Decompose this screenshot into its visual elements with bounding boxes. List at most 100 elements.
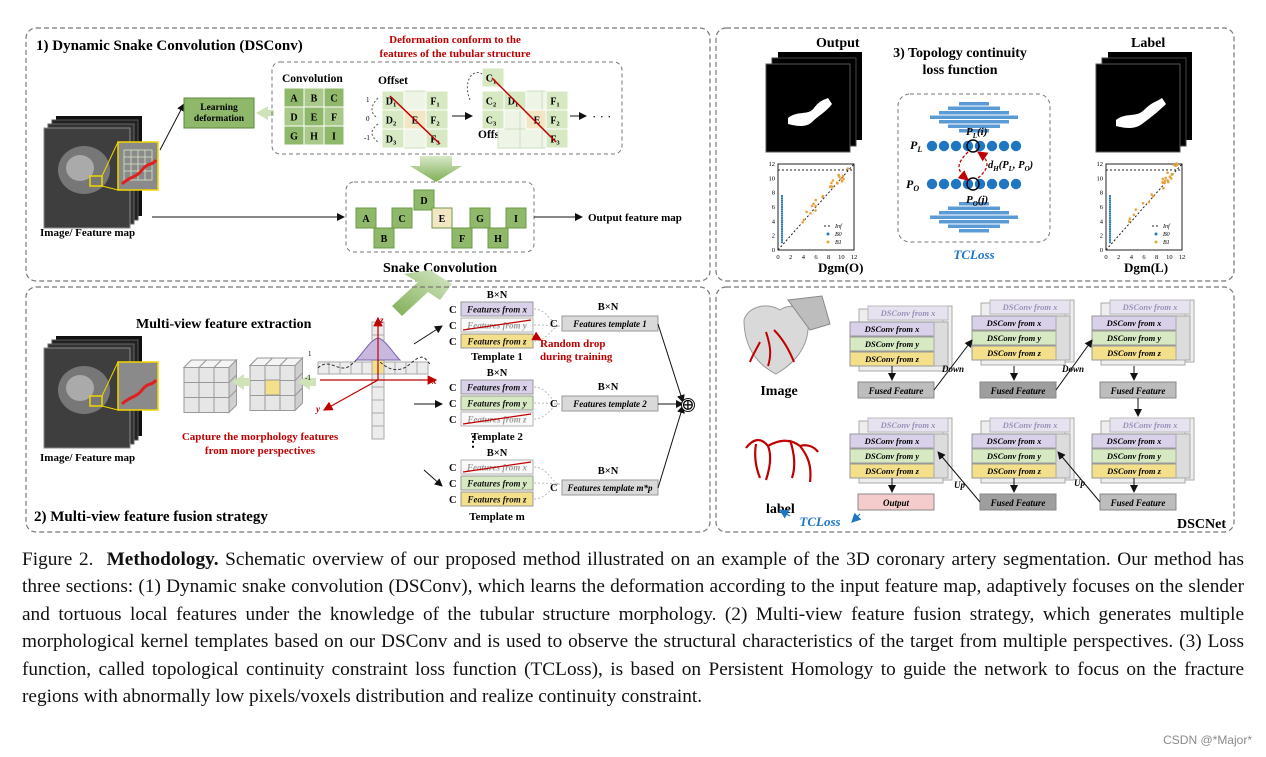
dscnet-stack-5-back-x: DSConv from x: [1002, 420, 1059, 430]
dscnet-box-fused-4: Fused Feature: [990, 498, 1046, 508]
snake-conv-label: Snake Convolution: [383, 261, 497, 276]
feature-cube-1: [182, 358, 238, 414]
dgm-o-xtick-2: 2: [789, 254, 792, 261]
dscnet-stack-6-row-2: DSConv from z: [1106, 466, 1162, 476]
conv-cell-d-text: D: [290, 113, 297, 124]
heart-image: [743, 295, 831, 375]
offset-label-1: Offset: [378, 75, 408, 87]
template-1-bxn: B×N: [487, 290, 508, 301]
snake-cell-h-text: H: [494, 234, 502, 245]
template-3-c-y: C: [449, 479, 457, 490]
dscnet-stack-1-row-0: DSConv from x: [864, 324, 921, 334]
feature-template-3-label: Features template m*p: [567, 483, 653, 493]
dscnet-stack-5-row-0: DSConv from x: [986, 436, 1043, 446]
snake-cell-c-text: C: [398, 214, 405, 225]
template-3-c-x: C: [449, 463, 457, 474]
conv-cell-c-text: C: [330, 94, 337, 105]
dgm-l-legend-inf: Inf: [1162, 223, 1171, 230]
dscnet-stack-2-row-0: DSConv from x: [986, 318, 1043, 328]
axis-y: y: [315, 404, 321, 414]
dscnet-box-output: Output: [883, 498, 910, 508]
dgm-o-legend-b1: B1: [835, 240, 842, 246]
dsconv-input-label: Image/ Feature map: [40, 227, 135, 239]
multiview-panel: Multi-view feature extraction 2) Multi-v…: [25, 286, 711, 533]
watermark: CSDN @*Major*: [1163, 733, 1252, 747]
dgm-l-ytick-12: 12: [1097, 161, 1104, 168]
snake-cell-d: [413, 189, 435, 211]
offset2-f-2-text: F2: [550, 116, 559, 128]
multiview-input-label: Image/ Feature map: [40, 452, 135, 464]
template-2-c-z: C: [449, 415, 457, 426]
capture-note-1: Capture the morphology features: [182, 431, 339, 443]
snake-cell-h: [487, 227, 509, 249]
dgm-o-legend-inf: Inf: [834, 223, 843, 230]
dgm-l-legend-b1: B1: [1163, 240, 1170, 246]
dscnet-name: DSCNet: [1177, 517, 1226, 532]
conv-cell-g-text: G: [290, 132, 298, 143]
dscnet-stack-2-row-2: DSConv from z: [986, 348, 1042, 358]
conv-cell-e-text: E: [311, 113, 318, 124]
snake-cell-b-text: B: [381, 234, 388, 245]
dscnet-box-fused-3: Fused Feature: [1110, 386, 1166, 396]
feature-template-1-bxn: B×N: [598, 302, 619, 313]
dgm-l-xtick-8: 8: [1155, 254, 1158, 261]
template-2-feature-x: Features from x: [466, 383, 528, 393]
deform-note-1: Deformation conform to the: [389, 34, 521, 46]
template-2-label: Template 2: [471, 431, 523, 443]
offset2-f-3: [545, 128, 569, 149]
input-image-stack-2: [43, 336, 159, 449]
dscnet-stack-6-row-1: DSConv from y: [1106, 451, 1162, 461]
snake-cell-c: [391, 207, 413, 229]
dscnet-panel: Image label TCLoss DSCNet DSConv from xD…: [715, 286, 1235, 533]
dsconv-panel: 1) Dynamic Snake Convolution (DSConv) Im…: [25, 27, 711, 282]
template-1-c-x: C: [449, 305, 457, 316]
methodology-figure: 1) Dynamic Snake Convolution (DSConv) Im…: [25, 27, 1235, 533]
conv-cell-b-text: B: [311, 94, 318, 105]
learning-label-2: deformation: [194, 114, 245, 124]
template-1-c-z: C: [449, 337, 457, 348]
offset2-c-2-text: C2: [486, 97, 496, 109]
conv-cell-h-text: H: [310, 132, 318, 143]
template-2-c-x: C: [449, 383, 457, 394]
dscnet-image-label: Image: [760, 384, 797, 399]
offset2-e-text: E: [534, 116, 541, 127]
dgm-o-legend-b0: B0: [835, 232, 842, 238]
snake-cell-a: [355, 207, 377, 229]
dscnet-stack-3-row-0: DSConv from x: [1106, 318, 1163, 328]
tcloss-label: TCLoss: [953, 247, 994, 262]
ellipsis: · · ·: [592, 109, 612, 124]
label-mask-stack: [1095, 52, 1192, 153]
caption-body: Schematic overview of our proposed metho…: [22, 549, 1244, 708]
template-3-label: Template m: [469, 511, 525, 523]
offset-tick-mid: 0: [366, 115, 370, 123]
output-mask-stack: [765, 52, 862, 153]
feature-template-2-bxn: B×N: [598, 382, 619, 393]
template-3-feature-y: Features from y: [466, 479, 528, 489]
snake-cell-i: [505, 207, 527, 229]
dscnet-down-2: Down: [1061, 364, 1084, 374]
dscnet-stack-3-row-1: DSConv from y: [1106, 333, 1162, 343]
dscnet-stack-4-row-1: DSConv from y: [864, 451, 920, 461]
offset-f-2-text: F2: [430, 116, 439, 128]
dscnet-tcloss: TCLoss: [799, 514, 840, 529]
dgm-o-ytick-0: 0: [772, 247, 775, 254]
learning-label-1: Learning: [200, 103, 238, 113]
offset2-c-3: [481, 109, 505, 130]
label-label: Label: [1131, 36, 1165, 51]
dscnet-blocks: DSConv from x DSConv from x DSConv from y D…: [849, 299, 1195, 511]
dscnet-stack-6-back-x: DSConv from x: [1122, 420, 1179, 430]
dscnet-stack-5-row-1: DSConv from y: [986, 451, 1042, 461]
dgm-l-ytick-0: 0: [1100, 247, 1103, 254]
po-j-label: PO(j): [966, 194, 988, 208]
down-arrow: [410, 156, 462, 182]
dsconv-title: 1) Dynamic Snake Convolution (DSConv): [36, 38, 303, 54]
dgm-l-legend-b0: B0: [1163, 232, 1170, 238]
dscnet-stack-4-back-x: DSConv from x: [880, 420, 937, 430]
dgm-l-ytick-10: 10: [1097, 175, 1104, 182]
snake-cell-g-text: G: [476, 214, 484, 225]
